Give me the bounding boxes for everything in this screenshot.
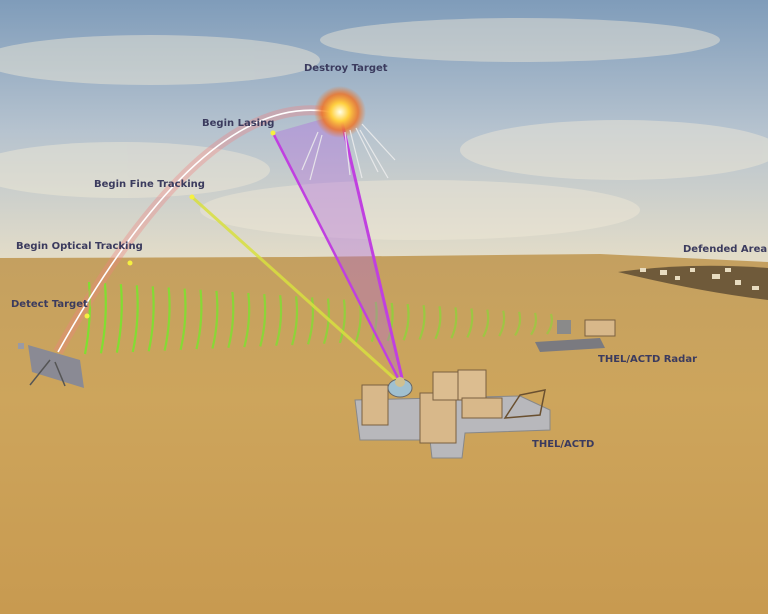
radar-wave-arc <box>466 308 474 338</box>
radar-wave-arc <box>83 281 91 355</box>
radar-wave-arc <box>291 296 299 346</box>
laser-beam-start <box>271 132 400 379</box>
thel-laser-system <box>354 369 551 459</box>
marker-fine <box>189 194 195 200</box>
radar-wave-arc <box>402 303 410 341</box>
radar-wave-arc <box>275 295 283 347</box>
radar-wave-arc <box>306 297 315 345</box>
radar-wave-arc <box>115 284 123 353</box>
label-detect-target: Detect Target <box>11 299 88 310</box>
radar-wave-arc <box>386 302 394 342</box>
radar-wave-arc <box>227 291 235 349</box>
radar-wave-arc <box>195 289 203 350</box>
label-thel-actd: THEL/ACTD <box>532 439 594 450</box>
label-begin-lasing: Begin Lasing <box>202 118 274 129</box>
sky <box>0 0 768 262</box>
radar-wave-arc <box>163 287 171 351</box>
radar-wave-arc <box>514 311 522 336</box>
radar-wave-arc <box>482 309 490 338</box>
label-begin-fine-tracking: Begin Fine Tracking <box>94 179 205 190</box>
fine-track-beam <box>190 195 398 382</box>
stage-markers <box>84 130 276 319</box>
radar-wave-arc <box>450 307 458 339</box>
radar-wave-arc <box>418 304 426 340</box>
laser-beam <box>338 113 404 379</box>
defended-area-town <box>618 265 768 300</box>
radar-wave-arc <box>338 299 346 344</box>
marker-detect <box>84 313 90 319</box>
radar-wave-arc <box>131 285 139 353</box>
radar-wave-arc <box>530 312 538 336</box>
laser-cone <box>273 114 400 378</box>
radar-wave-arc <box>434 306 442 340</box>
radar-wave-arc <box>99 283 107 354</box>
label-thel-radar: THEL/ACTD Radar <box>598 354 697 365</box>
rocket-launcher <box>18 343 84 388</box>
label-destroy-target: Destroy Target <box>304 63 388 74</box>
radar-wave-arc <box>370 301 378 342</box>
radar-wave-arc <box>259 294 267 347</box>
target-trajectory <box>57 109 341 353</box>
explosion-icon <box>301 86 396 181</box>
radar-waves <box>83 281 553 355</box>
thel-radar <box>535 319 616 352</box>
clouds <box>0 18 768 240</box>
radar-wave-arc <box>179 288 187 351</box>
radar-wave-arc <box>147 286 155 352</box>
radar-wave-arc <box>211 290 219 349</box>
marker-optical <box>127 260 133 266</box>
radar-wave-arc <box>546 313 553 335</box>
label-defended-area: Defended Area <box>683 244 767 255</box>
radar-wave-arc <box>243 292 251 348</box>
label-begin-optical-tracking: Begin Optical Tracking <box>16 241 143 252</box>
marker-lasing <box>270 130 276 136</box>
radar-wave-arc <box>498 310 506 337</box>
